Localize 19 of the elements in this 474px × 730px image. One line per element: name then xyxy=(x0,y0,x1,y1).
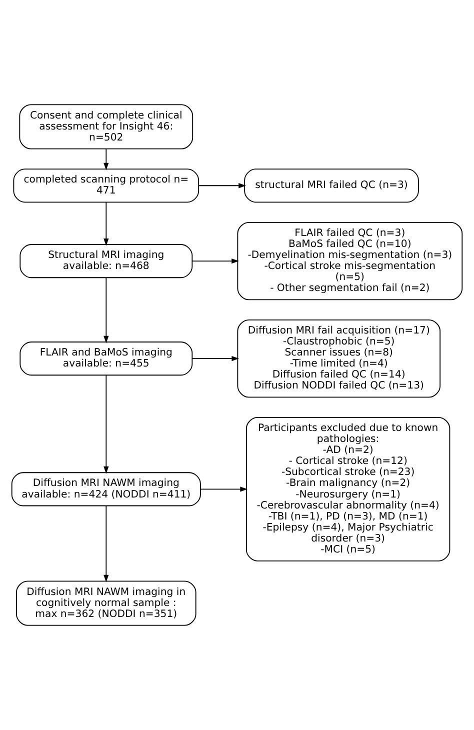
node-box: Consent and complete clinical assessment for Insight 46: n=502 xyxy=(19,104,194,150)
node-box: FLAIR and BaMoS imaging available: n=455 xyxy=(20,342,193,376)
arrow xyxy=(104,374,109,474)
arrow xyxy=(192,258,239,264)
node-box: Participants excluded due to known pathologies: -AD (n=2) - Cortical stroke (n=12) -Subcortical stroke (n=23) -Brain malignancy (n=2) -Neurosurgery (n=1) -Cerebrovascular abnormality (n=4) -TBI (n=1), PD (n=3), MD (n=1) -Epilepsy (n=4), Major Psychiatric disorder (n=3) -MCI (n=5) xyxy=(246,416,450,562)
node-box: FLAIR failed QC (n=3) BaMoS failed QC (n=10) -Demyelination mis-segmentation (n=3) -Cortical stroke mis-segmentation (n=5) - Other segmentation fail (n=2) xyxy=(237,222,463,300)
node-box: completed scanning protocol n= 471 xyxy=(13,168,200,203)
node-box: Diffusion MRI NAWM imaging in cognitively normal sample : max n=362 (NODDI n=351) xyxy=(16,580,196,626)
arrow xyxy=(104,202,109,246)
arrow xyxy=(198,183,246,188)
node-box: Structural MRI imaging available: n=468 xyxy=(20,244,193,278)
node-box: structural MRI failed QC (n=3) xyxy=(244,168,419,203)
arrow xyxy=(200,486,248,492)
arrow xyxy=(104,148,109,170)
arrow xyxy=(192,356,240,362)
arrow xyxy=(104,277,109,344)
node-box: Diffusion MRI fail acquisition (n=17) -Claustrophobic (n=5) Scanner issues (n=8) -Time limited (n=4) Diffusion failed QC (n=14) Diffusion NODDI failed QC (n=13) xyxy=(237,319,441,398)
node-box: Diffusion MRI NAWM imaging available: n=424 (NODDI n=411) xyxy=(11,472,201,506)
arrow xyxy=(104,505,109,582)
